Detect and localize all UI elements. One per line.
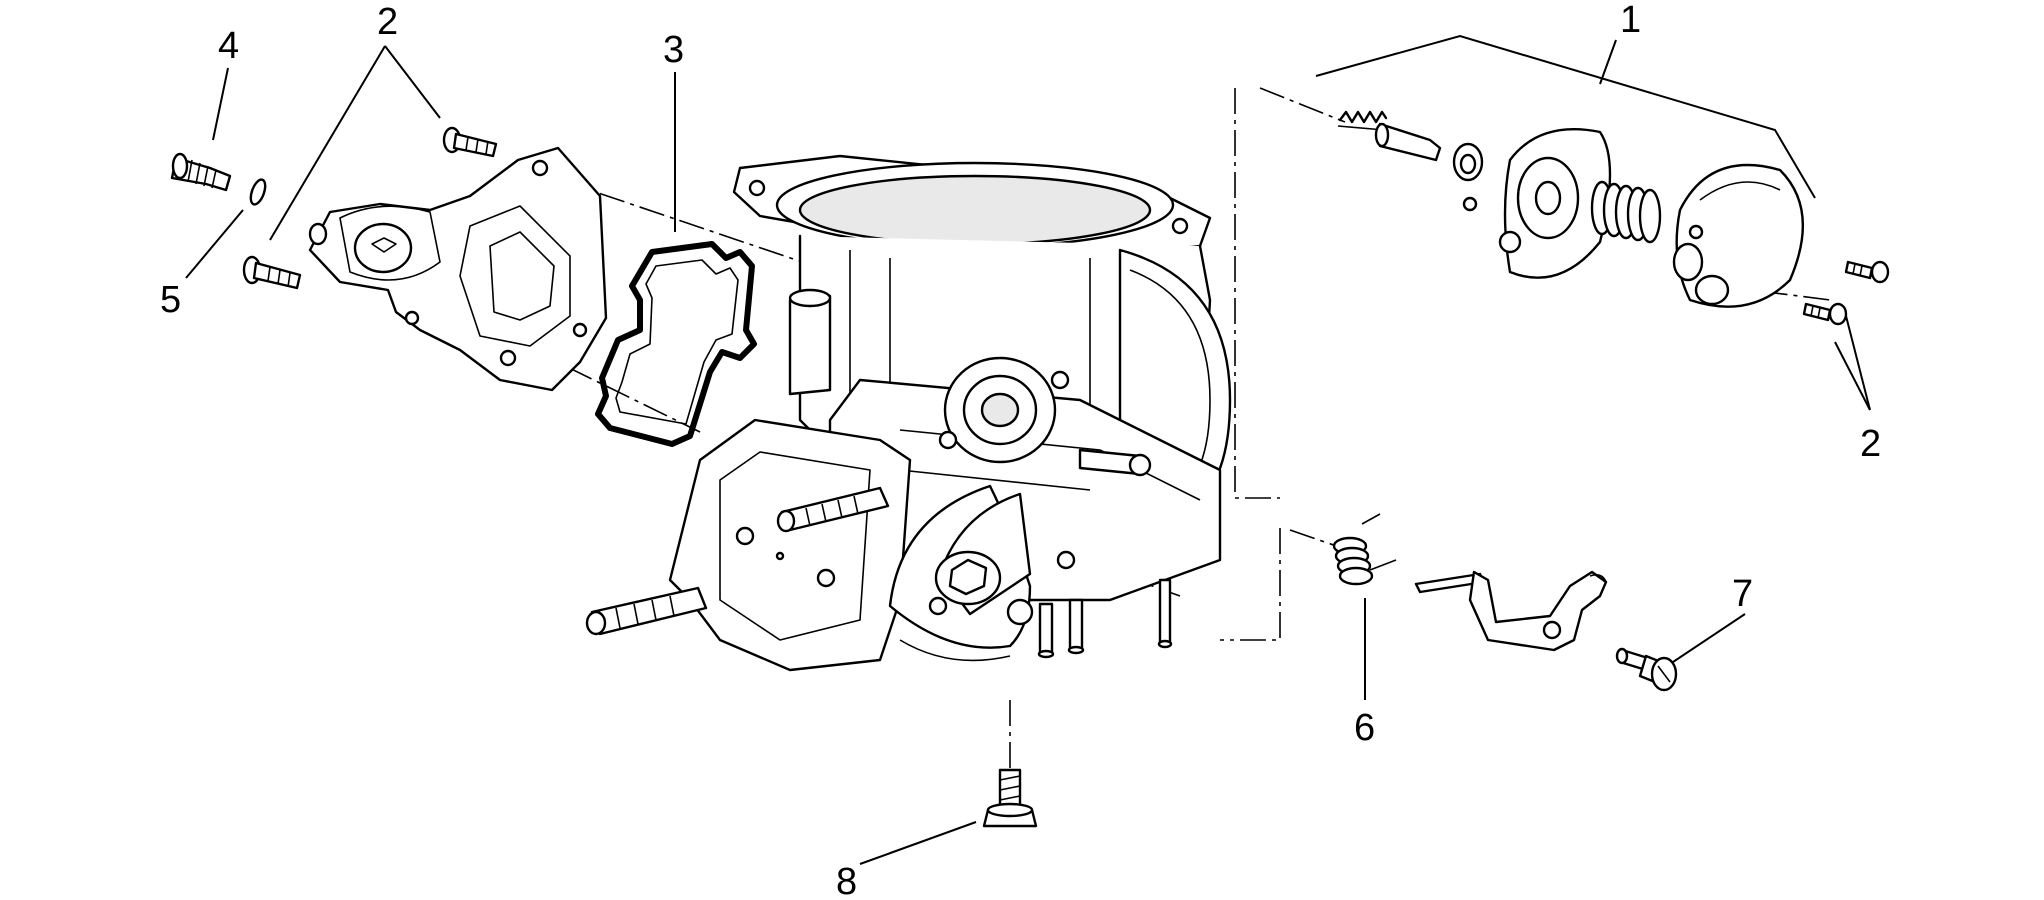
screw-icon <box>242 255 302 290</box>
callout-7: 7 <box>1732 573 1753 615</box>
gasket-icon <box>595 241 757 447</box>
shoulder-screw-icon <box>1615 647 1678 692</box>
throttle-lever <box>1414 570 1608 652</box>
screw-icon <box>982 768 1038 828</box>
callout-5: 5 <box>160 279 181 321</box>
torsion-spring-icon <box>1332 513 1397 586</box>
callout-8: 8 <box>836 861 857 900</box>
screw-icon <box>1844 260 1890 284</box>
callout-3: 3 <box>663 29 684 71</box>
leader-lines <box>185 34 1871 865</box>
callout-1: 1 <box>1620 0 1641 41</box>
adjusting-screw-icon <box>170 152 232 192</box>
throttle-pulley <box>888 484 1034 662</box>
o-ring-icon <box>249 178 267 206</box>
callout-2-left: 2 <box>377 1 398 43</box>
screw-icon <box>1802 302 1848 326</box>
front-mounting-plate <box>585 418 912 672</box>
valve-cover-assembly-icon <box>1337 110 1805 308</box>
callout-6: 6 <box>1354 707 1375 749</box>
screw-icon <box>442 126 498 158</box>
left-cover-housing <box>308 146 608 392</box>
callout-4: 4 <box>218 25 239 67</box>
callout-2-right: 2 <box>1860 423 1881 465</box>
